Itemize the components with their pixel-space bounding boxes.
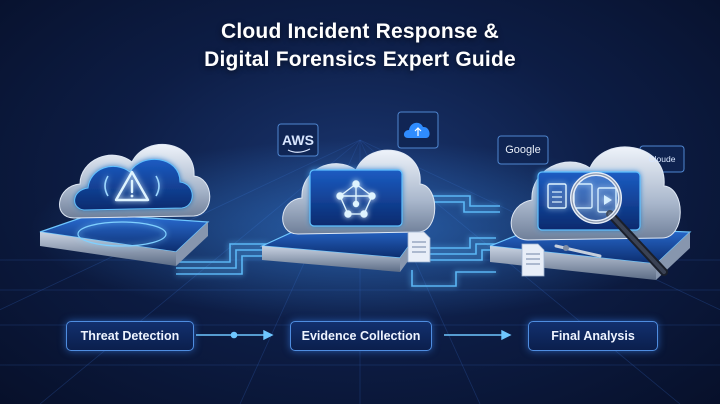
stage-1-cloud [59, 144, 211, 219]
stage-label-final-analysis: Final Analysis [528, 321, 658, 351]
page-title-line-2: Digital Forensics Expert Guide [204, 48, 516, 71]
google-label: Google [505, 144, 541, 156]
stage-label-threat-detection: Threat Detection [66, 321, 194, 351]
evidence-tools [521, 243, 602, 277]
stage-label-evidence-collection: Evidence Collection [290, 321, 432, 351]
cloude-label: Cloude [648, 154, 676, 164]
magnifier-icon [570, 172, 668, 276]
connector-lines [176, 195, 500, 287]
cloud-storage-badge [397, 111, 439, 149]
network-icon [336, 180, 376, 218]
google-badge [497, 135, 549, 165]
page-title-line-1: Cloud Incident Response & [220, 20, 500, 43]
flow-arrow-2 [444, 329, 512, 341]
file-icons [547, 183, 617, 213]
flow-arrow-1 [196, 329, 274, 341]
aws-label: AWS [282, 132, 314, 148]
aws-badge [277, 123, 319, 157]
stage-1-platform [39, 213, 210, 266]
document-icon [407, 231, 431, 263]
warning-icon [104, 170, 160, 202]
